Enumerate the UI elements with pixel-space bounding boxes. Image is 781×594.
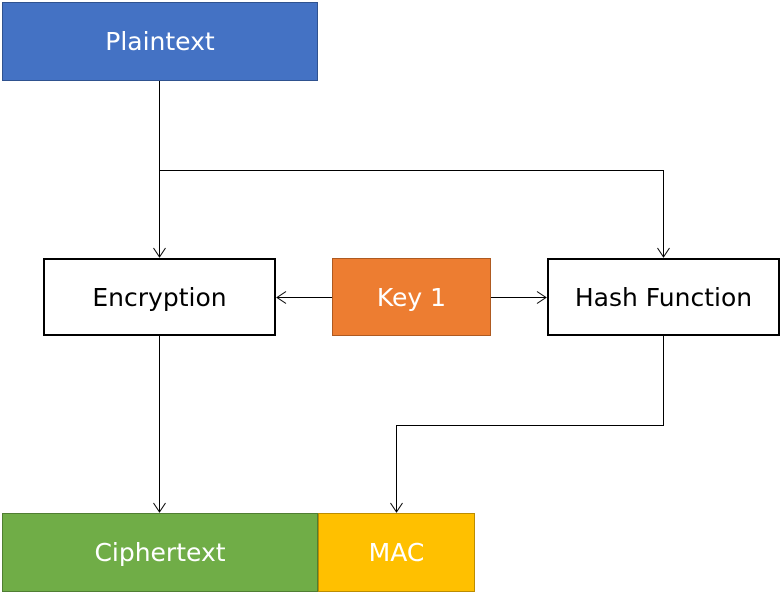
ciphertext-node: Ciphertext [2, 513, 318, 592]
plaintext-label: Plaintext [105, 27, 215, 56]
encryption-node: Encryption [43, 258, 276, 336]
arrowhead-encryption-top [153, 247, 166, 258]
plaintext-node: Plaintext [2, 2, 318, 81]
ciphertext-label: Ciphertext [94, 538, 226, 567]
arrowhead-hash-left [536, 291, 547, 304]
edge-plaintext-to-hash [159, 170, 664, 257]
edge-hash-to-mac [396, 336, 664, 512]
encryption-label: Encryption [92, 282, 227, 312]
hash-function-node: Hash Function [547, 258, 780, 336]
key-node: Key 1 [332, 258, 491, 336]
hash-function-label: Hash Function [574, 282, 753, 312]
arrowhead-ciphertext-top [153, 502, 166, 513]
mac-label: MAC [368, 538, 425, 567]
arrowhead-encryption-right [276, 291, 287, 304]
arrowhead-hash-top [657, 247, 670, 258]
mac-node: MAC [318, 513, 475, 592]
arrowhead-mac-top [390, 502, 403, 513]
key-label: Key 1 [376, 282, 447, 312]
